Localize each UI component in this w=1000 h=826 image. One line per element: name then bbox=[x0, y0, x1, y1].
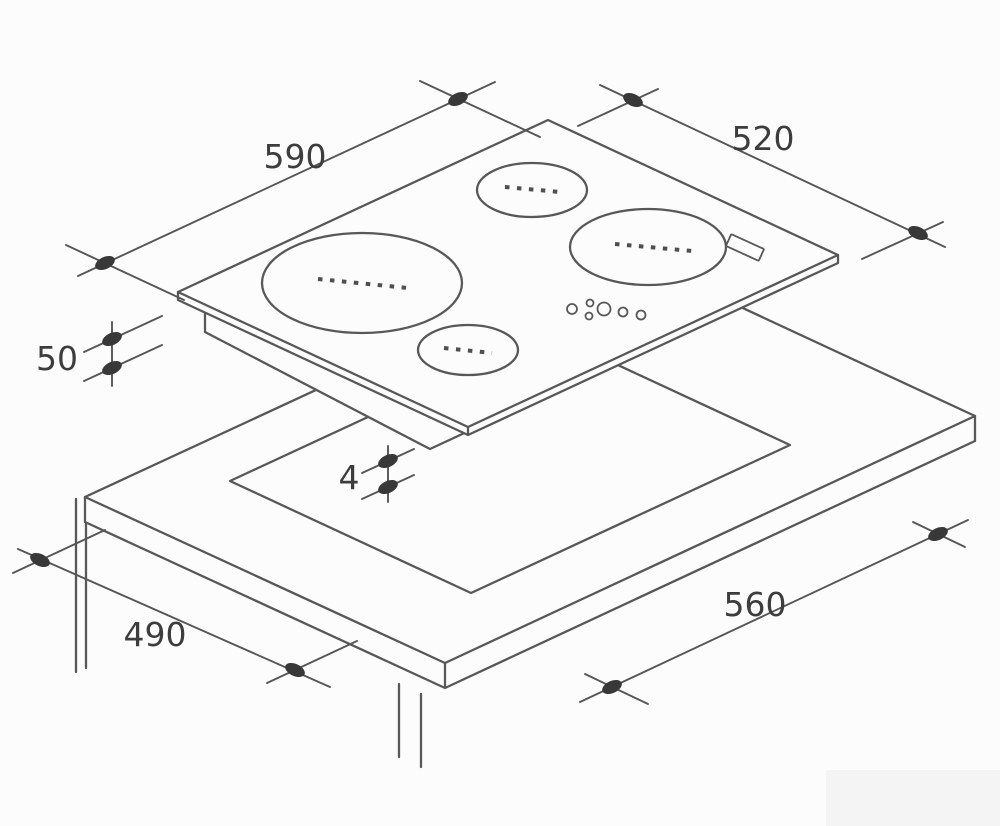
dim-label-hob-width: 590 bbox=[264, 137, 327, 176]
cabinet-left-edge bbox=[74, 497, 88, 674]
arrow-dot bbox=[285, 662, 305, 678]
control-knob bbox=[596, 301, 612, 317]
hob-glass-edges bbox=[176, 253, 840, 437]
dimension-hob-width: 590 bbox=[65, 80, 541, 301]
burner-ring bbox=[416, 323, 520, 377]
dim-label-glass-thickness: 4 bbox=[339, 458, 360, 497]
hob bbox=[176, 118, 840, 437]
control-knob bbox=[635, 309, 647, 321]
burner-small-bottom bbox=[416, 323, 520, 377]
dimension-hob-height: 50 bbox=[36, 315, 163, 387]
control-knob bbox=[617, 306, 629, 318]
dimension-line bbox=[77, 81, 496, 277]
burner-dashes bbox=[504, 185, 561, 194]
burner-dashes bbox=[614, 242, 693, 253]
arrow-dot bbox=[908, 225, 928, 241]
arrow-dot bbox=[623, 92, 643, 108]
burner-dashes bbox=[443, 346, 493, 355]
brand-badge bbox=[725, 233, 765, 262]
arrow-dot bbox=[928, 526, 948, 542]
extension-line bbox=[83, 344, 163, 382]
extension-line bbox=[65, 244, 185, 301]
arrow-dot bbox=[102, 360, 122, 376]
dimension-line bbox=[579, 519, 969, 703]
burner-large-left bbox=[260, 231, 464, 335]
dimension-glass-thickness: 4 bbox=[339, 445, 415, 503]
control-knob bbox=[584, 311, 594, 321]
extension-line bbox=[577, 88, 659, 127]
arrow-dot bbox=[102, 331, 122, 347]
dimension-cutout-width: 560 bbox=[579, 519, 969, 705]
arrow-dot bbox=[95, 255, 115, 271]
arrow-dot bbox=[378, 479, 398, 495]
control-knob bbox=[566, 303, 578, 315]
extension-line bbox=[83, 315, 163, 353]
watermark-area bbox=[826, 770, 1000, 826]
extension-line bbox=[861, 221, 944, 260]
dimension-cutout-depth: 490 bbox=[12, 529, 358, 688]
dimension-line bbox=[599, 84, 946, 248]
arrow-dot bbox=[378, 453, 398, 469]
burner-large-right bbox=[568, 207, 728, 287]
extension-line bbox=[419, 80, 541, 138]
control-panel bbox=[566, 298, 647, 321]
control-knob bbox=[585, 298, 595, 308]
cabinet-front-corner bbox=[397, 682, 423, 769]
countertop-thickness-edges bbox=[83, 414, 977, 690]
burner-small-top bbox=[475, 161, 589, 219]
extension-line bbox=[266, 640, 358, 684]
burner-ring bbox=[568, 207, 728, 287]
dim-label-cutout-depth: 490 bbox=[124, 615, 187, 654]
dim-label-cutout-width: 560 bbox=[724, 585, 787, 624]
dim-label-hob-height: 50 bbox=[36, 339, 78, 378]
extension-line bbox=[12, 529, 106, 574]
arrow-dot bbox=[602, 679, 622, 695]
burner-dashes bbox=[317, 277, 409, 290]
dimension-line bbox=[17, 548, 331, 688]
dim-label-hob-depth: 520 bbox=[732, 119, 795, 158]
burner-ring bbox=[475, 161, 589, 219]
burner-ring bbox=[260, 231, 464, 335]
dimension-hob-depth: 520 bbox=[577, 84, 946, 260]
arrow-dot bbox=[448, 91, 468, 107]
arrow-dot bbox=[30, 552, 50, 568]
